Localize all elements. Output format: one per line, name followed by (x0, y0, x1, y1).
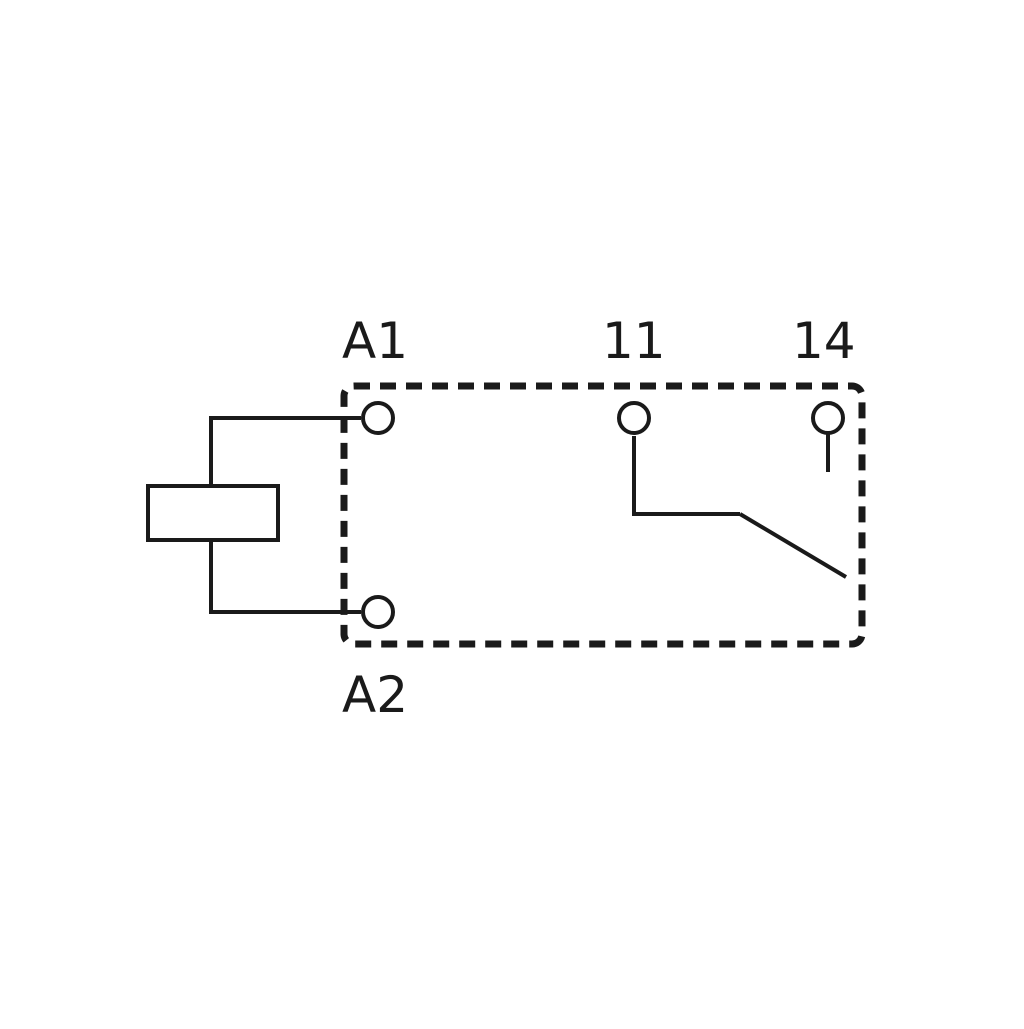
common-contact-wire (632, 436, 740, 516)
terminal-a2-circle (361, 595, 395, 629)
coil-wire-top (209, 416, 361, 486)
terminal-11-circle (617, 401, 651, 435)
relay-coil (146, 484, 280, 542)
relay-housing-outline (340, 382, 866, 648)
terminal-label-a2: A2 (342, 666, 408, 724)
terminal-label-14: 14 (792, 312, 856, 370)
terminal-14-circle (811, 401, 845, 435)
terminal-a1-circle (361, 401, 395, 435)
switch-blade (738, 512, 848, 579)
terminal-label-a1: A1 (342, 312, 408, 370)
terminal-label-11: 11 (602, 312, 666, 370)
coil-wire-bottom (209, 540, 361, 614)
schematic-lines (146, 382, 866, 648)
